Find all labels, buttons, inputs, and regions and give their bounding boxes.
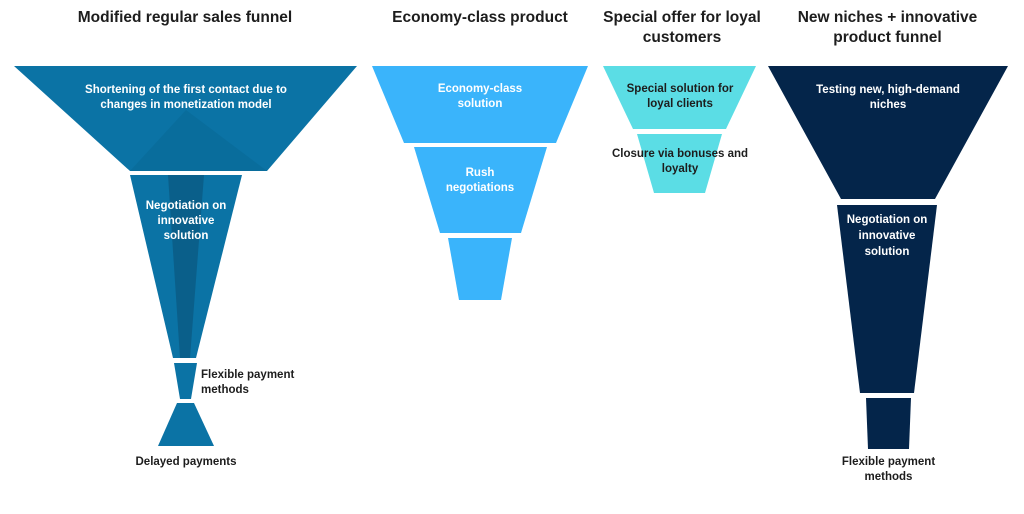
- funnel-3: [603, 66, 756, 193]
- funnel-2-title: Economy-class product: [392, 9, 568, 26]
- funnel-4: [768, 66, 1008, 449]
- funnel-3-title: Special offer for loyal customers: [603, 9, 761, 46]
- funnel-1-stage-2-label: Negotiation on innovative solution: [145, 200, 227, 242]
- funnel-4-stage-3: [866, 398, 911, 449]
- funnel-1-stage-4-label: Delayed payments: [135, 456, 237, 468]
- funnel-2-stage-1: [372, 66, 588, 143]
- funnel-2-stage-2: [414, 147, 547, 233]
- funnel-1-stage-3: [174, 363, 197, 399]
- funnel-2: [372, 66, 588, 300]
- funnel-4-title: New niches + innovative product funnel: [797, 9, 978, 46]
- funnel-4-stage-2-label: Negotiation on innovative solution: [846, 214, 928, 258]
- funnel-4-stage-1: [768, 66, 1008, 199]
- funnel-2-stage-2-label: Rush negotiations: [445, 167, 515, 194]
- funnel-3-stage-1: [603, 66, 756, 129]
- funnel-4-stage-3-label: Flexible payment methods: [841, 456, 936, 483]
- funnel-3-stage-2-label: Closure via bonuses and loyalty: [611, 148, 749, 175]
- funnel-3-stage-1-label: Special solution for loyal clients: [626, 83, 734, 110]
- funnel-1-stage-1-shade: [130, 110, 267, 171]
- funnel-1-stage-4: [158, 403, 214, 446]
- funnel-1-stage-2-shade: [168, 175, 204, 358]
- funnel-1-stage-1-label: Shortening of the first contact due to c…: [85, 84, 287, 111]
- funnel-1-title: Modified regular sales funnel: [77, 9, 293, 26]
- funnel-1-stage-3-label: Flexible payment methods: [201, 369, 295, 396]
- funnel-2-stage-3: [448, 238, 512, 300]
- funnel-2-stage-1-label: Economy-class solution: [437, 83, 523, 110]
- funnel-4-stage-1-label: Testing new, high-demand niches: [816, 84, 960, 111]
- funnel-3-stage-2: [637, 134, 722, 193]
- funnel-1: [14, 66, 357, 446]
- funnel-4-stage-2: [837, 205, 937, 393]
